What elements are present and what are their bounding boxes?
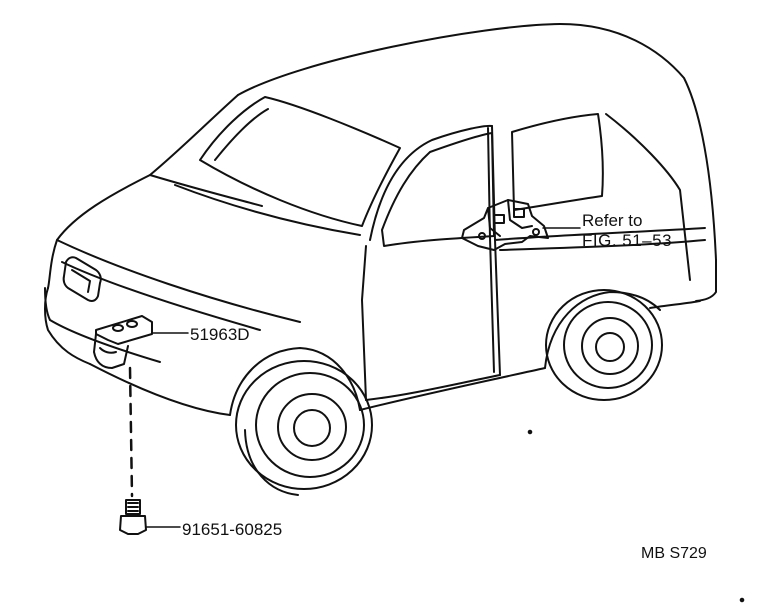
refer-to-label: Refer to xyxy=(582,211,643,230)
vehicle-body xyxy=(44,23,717,416)
assembly-dashed-line xyxy=(128,366,134,498)
rear-wheel xyxy=(545,289,663,401)
bolt-91651-60825 xyxy=(119,499,147,535)
front-wheel xyxy=(235,360,373,496)
figure-reference-label: FIG. 51–53 xyxy=(582,231,673,250)
leader-lines xyxy=(145,227,581,528)
door-hinge xyxy=(461,199,549,251)
bolt-part-number: 91651-60825 xyxy=(182,520,283,539)
bracket-51963d xyxy=(93,315,153,369)
figure-code: MB S729 xyxy=(641,545,707,562)
bracket-part-number: 51963D xyxy=(190,325,250,344)
